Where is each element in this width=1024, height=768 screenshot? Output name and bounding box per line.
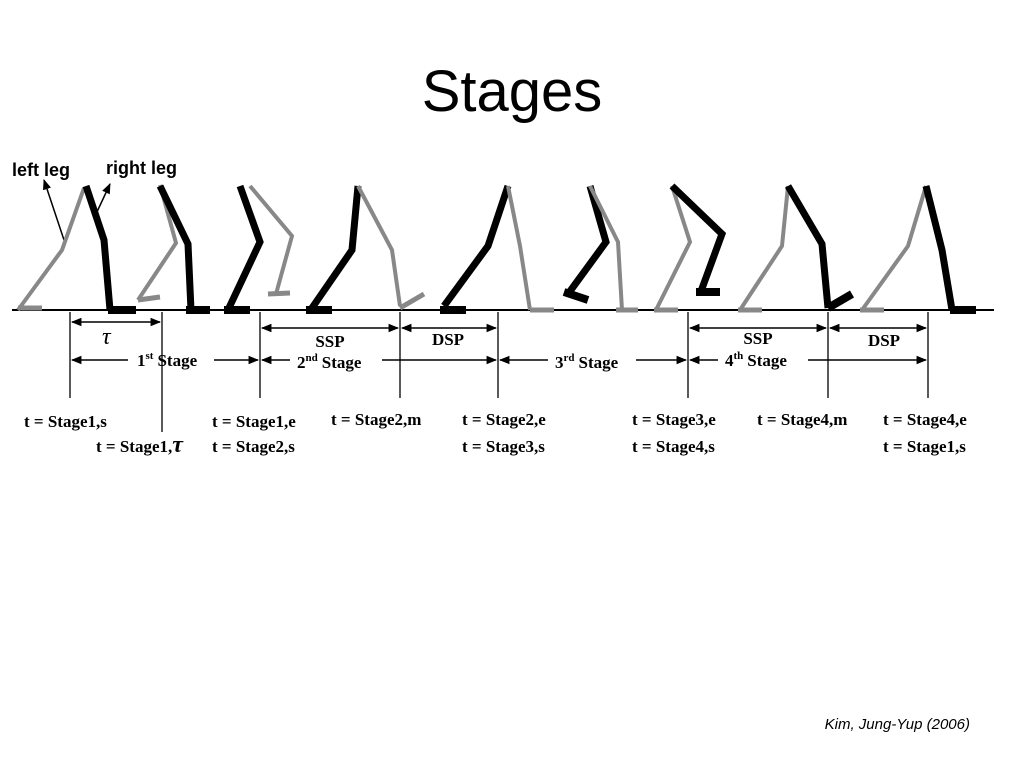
stage-number: 3 [555, 353, 564, 372]
right-foot [562, 288, 590, 304]
time-label-stage1-e: t = Stage1,e [212, 412, 296, 431]
right-leg-pointer [95, 183, 111, 215]
stage-ordinal: th [734, 350, 744, 362]
left-leg [738, 185, 790, 312]
right-leg [565, 185, 610, 297]
time-label-stage4-e: t = Stage4,e [883, 410, 967, 429]
tau-symbol: τ [172, 432, 184, 458]
left-leg [860, 185, 928, 312]
stage-number: 2 [297, 353, 306, 372]
leg-figures [16, 183, 976, 314]
left-leg [248, 184, 295, 295]
right-leg [669, 183, 727, 296]
left-foot [267, 290, 291, 297]
left-leg [588, 185, 624, 311]
time-label-stage3-e: t = Stage3,e [632, 410, 716, 429]
time-label-stage2-m: t = Stage2,m [331, 410, 421, 429]
stage-word: Stage [322, 353, 362, 372]
right-foot [825, 290, 855, 312]
time-label-stage1-tau: t = Stage1,τ [96, 432, 184, 458]
right-leg-label: right leg [106, 158, 177, 178]
time-label-stage1-tau-text: t = Stage1, [96, 437, 172, 456]
stage-word: Stage [747, 351, 787, 370]
stage-ordinal: rd [564, 352, 575, 364]
stage-number: 1 [137, 351, 146, 370]
left-leg [506, 185, 532, 311]
tau-label: τ [102, 324, 112, 350]
left-leg [16, 187, 86, 312]
credit-text: Kim, Jung-Yup (2006) [824, 716, 970, 733]
dsp-label-2: DSP [868, 331, 900, 350]
right-leg [82, 184, 114, 311]
stage-ordinal: st [146, 350, 154, 362]
ssp-label-1: SSP [315, 332, 344, 351]
right-leg [784, 184, 832, 309]
ssp-label-2: SSP [743, 329, 772, 348]
right-leg [309, 185, 362, 310]
time-label-stage3-s: t = Stage3,s [462, 437, 545, 456]
time-markers [69, 312, 929, 432]
right-leg [224, 184, 264, 312]
right-leg [922, 185, 956, 311]
stage-word: Stage [579, 353, 619, 372]
time-label-stage2-s: t = Stage2,s [212, 437, 295, 456]
stage2-label: 2nd Stage [297, 352, 362, 372]
left-leg-pointer [43, 179, 65, 241]
time-label-stage1-s-next: t = Stage1,s [883, 437, 966, 456]
slide-title: Stages [421, 59, 603, 124]
stage-number: 4 [725, 351, 734, 370]
right-leg [441, 184, 512, 309]
left-leg [654, 185, 693, 311]
left-foot [137, 294, 161, 303]
stage-ordinal: nd [306, 352, 318, 364]
left-leg [356, 185, 402, 307]
left-leg-label: left leg [12, 160, 70, 180]
left-foot [398, 291, 426, 311]
time-label-stage4-s: t = Stage4,s [632, 437, 715, 456]
time-label-stage1-s: t = Stage1,s [24, 412, 107, 431]
stage3-label: 3rd Stage [555, 352, 619, 372]
time-label-stage4-m: t = Stage4,m [757, 410, 847, 429]
stage-word: Stage [157, 351, 197, 370]
right-leg [156, 184, 195, 311]
time-label-stage2-e: t = Stage2,e [462, 410, 546, 429]
dsp-label-1: DSP [432, 330, 464, 349]
